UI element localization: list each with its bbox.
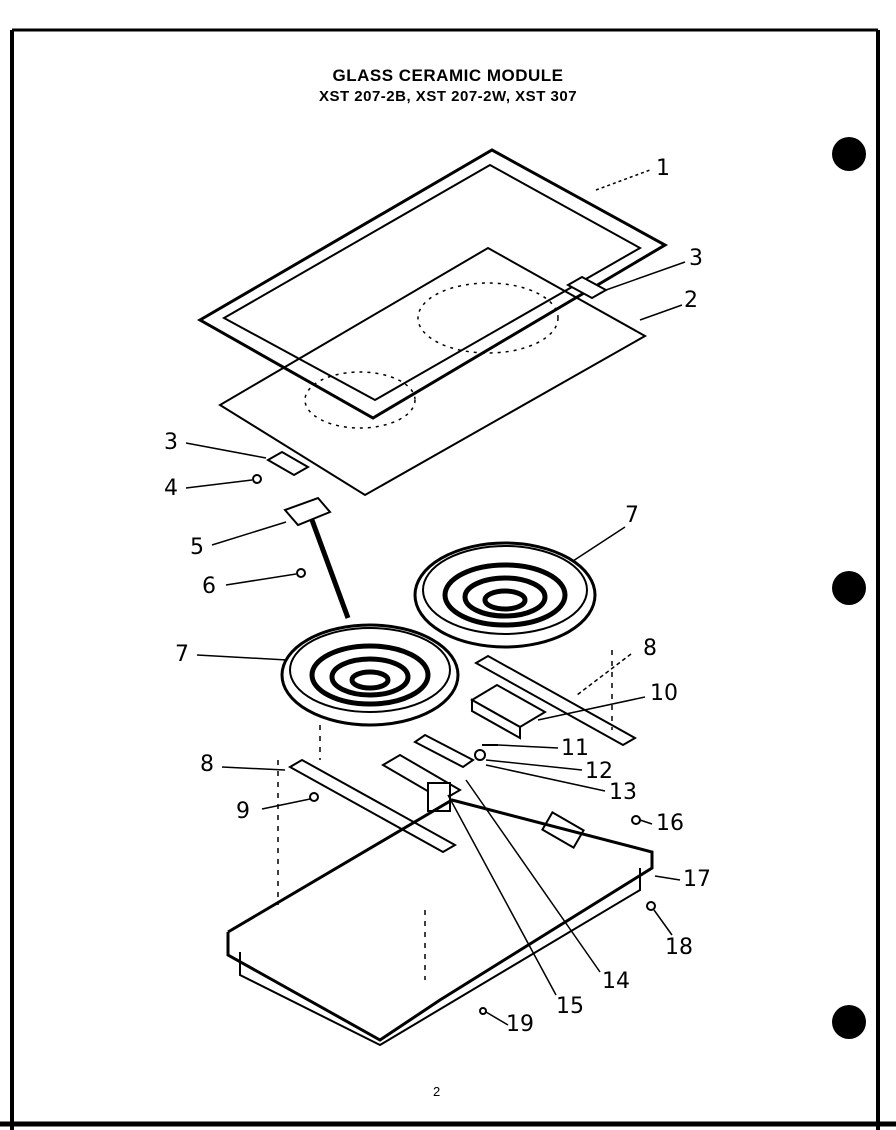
callout-3: 3 [164, 430, 178, 455]
callout-10: 10 [650, 681, 678, 706]
part-2-glass-panel [218, 246, 648, 497]
page-number: 2 [433, 1084, 441, 1099]
part-10-terminal-block [470, 683, 547, 740]
part-4-screw [252, 474, 262, 484]
callout-8: 8 [643, 636, 657, 661]
callout-15: 15 [556, 994, 584, 1019]
callout-12: 12 [585, 759, 613, 784]
part-6-screw [296, 568, 306, 578]
part-7-heating-element-front [280, 623, 460, 727]
callout-16: 16 [656, 811, 684, 836]
callout-4: 4 [164, 476, 178, 501]
callout-14: 14 [602, 969, 630, 994]
part-18-screw [646, 901, 656, 911]
part-9-screw [309, 792, 319, 802]
callout-18: 18 [665, 935, 693, 960]
callout-19: 19 [506, 1012, 534, 1037]
diagram-title: GLASS CERAMIC MODULE [332, 66, 564, 85]
part-7-heating-element-rear [413, 541, 597, 649]
binder-hole [832, 1005, 866, 1039]
callout-1: 1 [656, 156, 670, 181]
part-1-frame [196, 148, 669, 420]
binder-hole [832, 137, 866, 171]
callout-11: 11 [561, 736, 589, 761]
callout-5: 5 [190, 535, 204, 560]
model-numbers: XST 207-2B, XST 207-2W, XST 307 [318, 88, 578, 105]
callout-13: 13 [609, 780, 637, 805]
part-3-clip-lower [265, 450, 311, 477]
callout-17: 17 [683, 867, 711, 892]
part-5-limiter-switch [283, 496, 351, 619]
part-8-bracket-rear [473, 654, 638, 747]
part-11-12-13-hardware [413, 733, 498, 769]
callout-8: 8 [200, 752, 214, 777]
callout-6: 6 [202, 574, 216, 599]
part-16-screw [631, 815, 641, 825]
leader-lines [185, 169, 686, 1026]
callout-3: 3 [689, 246, 703, 271]
part-8-bracket-front [287, 758, 458, 854]
callout-9: 9 [236, 799, 250, 824]
callout-7: 7 [175, 642, 189, 667]
binder-hole [832, 571, 866, 605]
callout-2: 2 [684, 288, 698, 313]
assembly-dashed-lines [277, 650, 613, 980]
part-3-clip-upper [565, 275, 609, 300]
part-19-screw [479, 1007, 487, 1015]
callout-7: 7 [625, 503, 639, 528]
